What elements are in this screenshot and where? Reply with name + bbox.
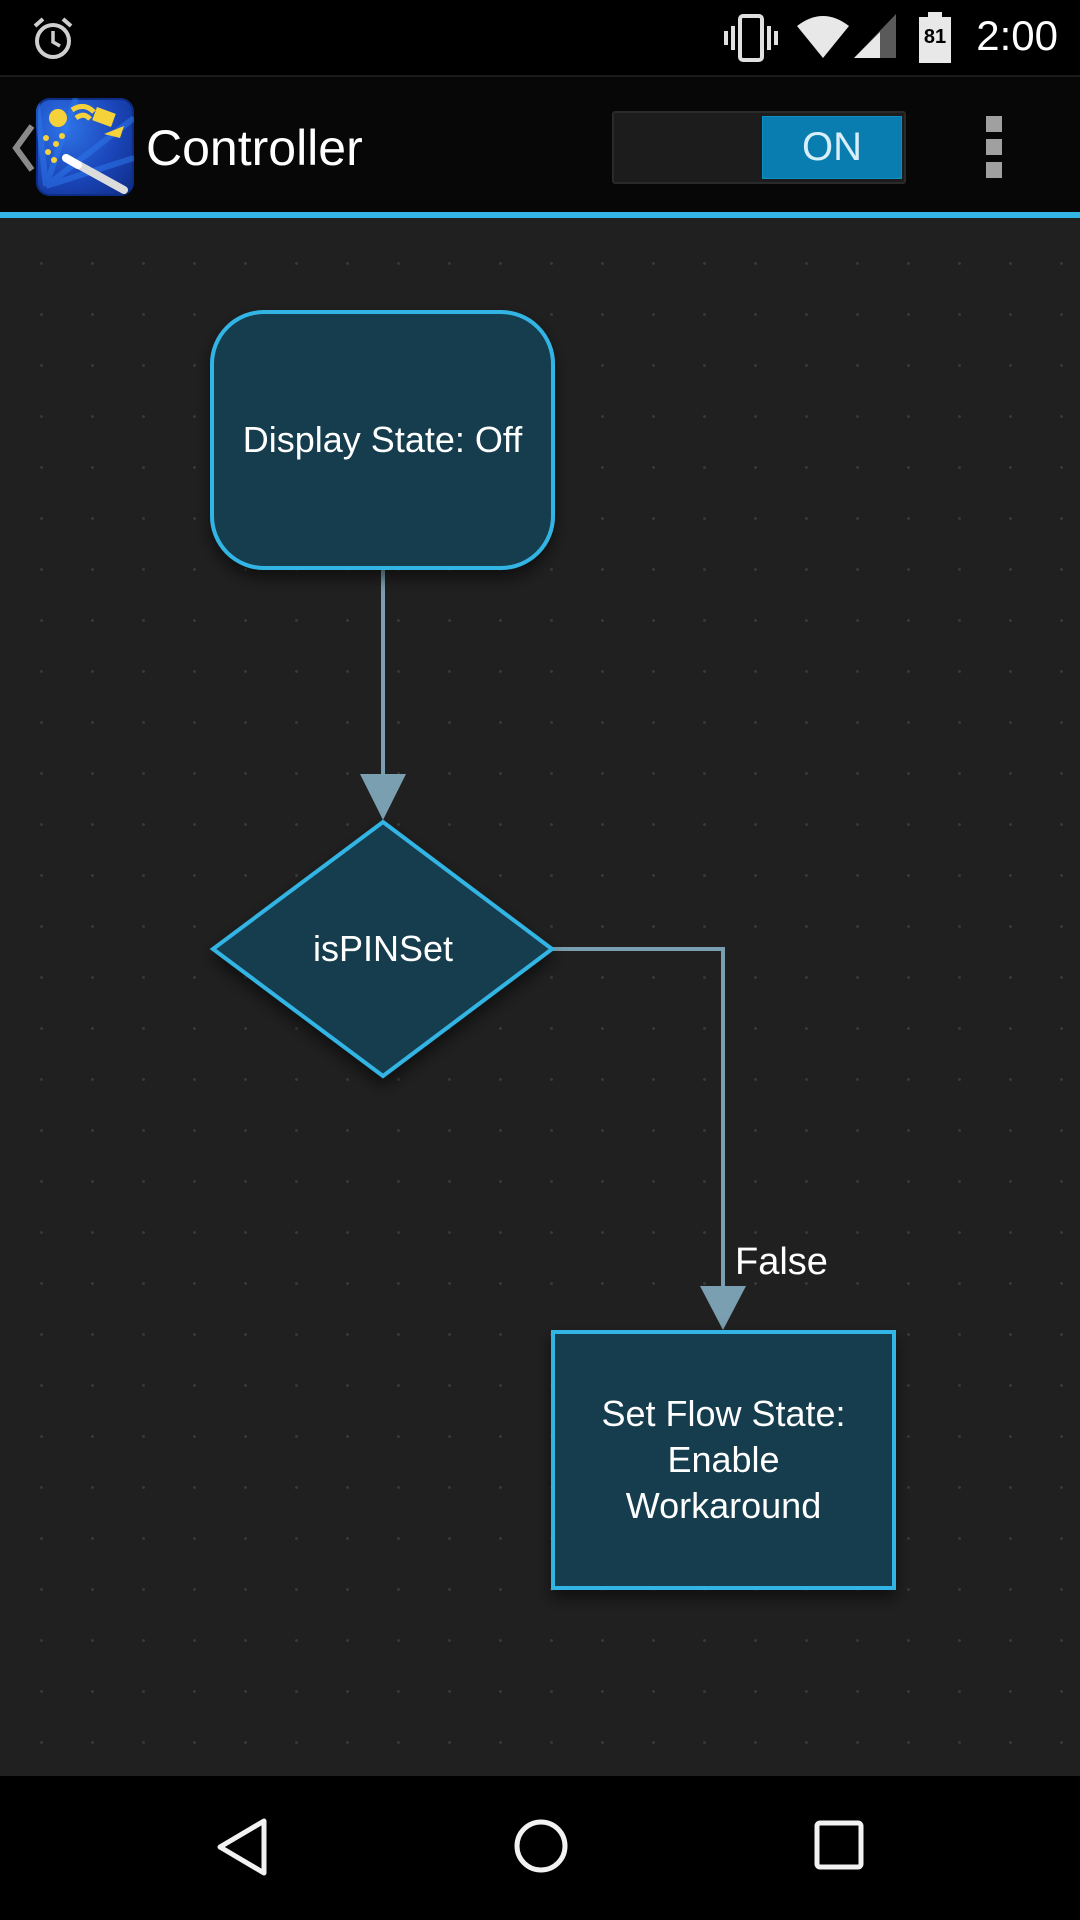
back-chevron-icon[interactable] — [10, 118, 36, 178]
alarm-icon — [33, 17, 73, 59]
navigation-bar — [0, 1776, 1080, 1920]
edge-arrowhead-1 — [360, 774, 406, 820]
edge-ispinset-to-setflow — [552, 947, 725, 1286]
battery-icon — [919, 12, 951, 63]
node-display-state[interactable] — [210, 310, 555, 570]
edge-label-false: False — [735, 1241, 828, 1283]
vibrate-icon — [724, 14, 778, 62]
node-label-set-flow-state: Set Flow State: Enable Workaround — [601, 1393, 846, 1526]
overflow-menu-icon[interactable] — [986, 116, 1006, 178]
node-set-flow-state[interactable] — [551, 1330, 896, 1590]
toggle-thumb[interactable]: ON — [762, 116, 902, 179]
flowchart — [209, 310, 896, 1590]
action-bar-divider — [0, 212, 1080, 218]
node-label-display-state: Display State: Off — [242, 419, 523, 460]
home-icon[interactable] — [511, 1816, 571, 1876]
node-is-pin-set[interactable] — [209, 819, 556, 1079]
recents-icon[interactable] — [812, 1818, 868, 1874]
flow-canvas[interactable]: Display State: Off isPINSet Set Flow Sta… — [0, 218, 1080, 1776]
page-title: Controller — [146, 120, 363, 176]
status-time: 2:00 — [976, 12, 1058, 59]
status-bar: 81 2:00 — [0, 0, 1080, 75]
wifi-icon — [797, 16, 849, 58]
node-label-is-pin-set: isPINSet — [312, 928, 454, 969]
edge-arrowhead-2 — [700, 1286, 746, 1330]
app-icon[interactable] — [36, 98, 134, 196]
battery-level: 81 — [923, 26, 947, 48]
back-icon[interactable] — [212, 1816, 272, 1878]
cell-signal-icon — [854, 14, 896, 58]
